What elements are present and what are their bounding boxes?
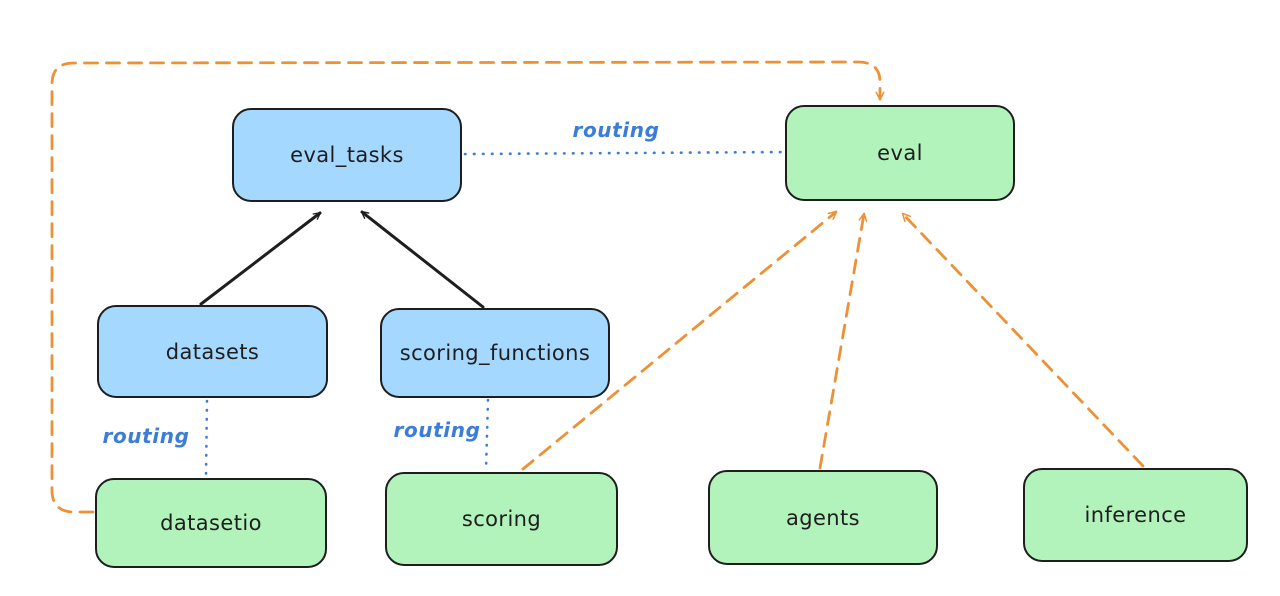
node-datasets-label: datasets xyxy=(165,339,260,364)
edge-agents-to-eval xyxy=(818,212,868,470)
edge-label-routing-scoring-functions-scoring: routing xyxy=(393,418,481,442)
node-eval-tasks-label: eval_tasks xyxy=(290,143,404,167)
edge-label-routing-eval-tasks-eval: routing xyxy=(572,118,660,142)
node-eval: eval xyxy=(785,105,1015,201)
edge-eval-tasks-to-eval-routing xyxy=(463,150,788,156)
node-inference: inference xyxy=(1023,468,1248,562)
edge-scoring-functions-to-eval-tasks xyxy=(360,210,485,309)
edge-datasets-to-eval-tasks xyxy=(199,211,322,306)
node-agents: agents xyxy=(708,470,938,565)
node-scoring-functions-label: scoring_functions xyxy=(399,341,591,365)
node-datasetio: datasetio xyxy=(95,478,327,568)
node-scoring: scoring xyxy=(385,472,618,566)
edge-label-routing-datasets-datasetio: routing xyxy=(102,424,190,448)
node-datasetio-label: datasetio xyxy=(160,511,262,535)
node-scoring-functions: scoring_functions xyxy=(380,308,610,398)
node-scoring-label: scoring xyxy=(461,507,542,531)
node-eval-tasks: eval_tasks xyxy=(232,108,462,202)
edge-inference-to-eval xyxy=(901,212,1145,468)
node-eval-label: eval xyxy=(877,141,923,165)
edge-datasets-to-datasetio-routing xyxy=(204,399,209,478)
node-agents-label: agents xyxy=(785,505,860,530)
node-datasets: datasets xyxy=(97,305,328,398)
node-inference-label: inference xyxy=(1084,503,1187,527)
